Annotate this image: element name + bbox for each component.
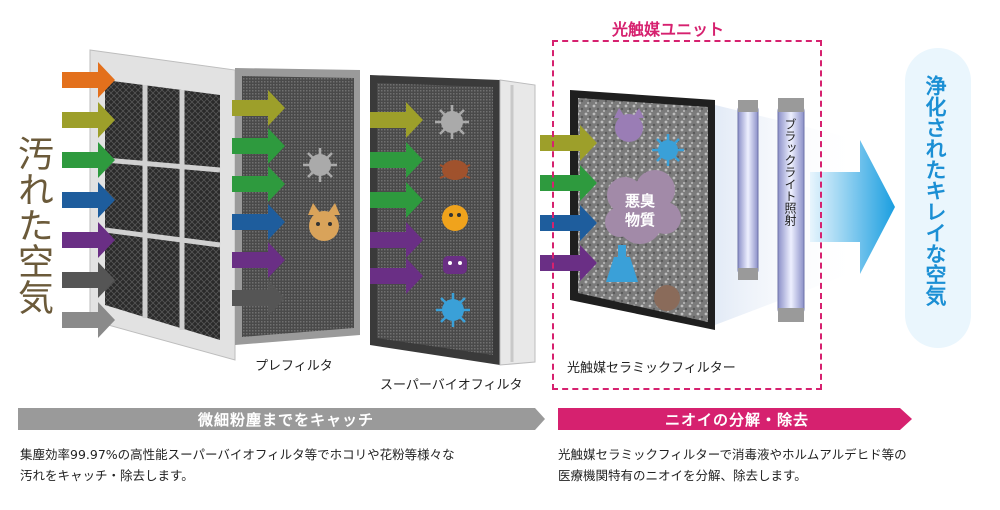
right-desc-line-1: 光触媒セラミックフィルターで消毒液やホルムアルデヒド等の [558,444,978,465]
pollen-icon [442,205,468,231]
right-bar-label: ニオイの分解・除去 [665,409,809,430]
filter-diagram [0,0,1000,400]
bottom-banners [0,402,1000,436]
grille-panel [90,50,235,360]
virus-icon [303,148,337,182]
black-light-label: ブラックライト照射 [782,118,798,226]
right-description: 光触媒セラミックフィルターで消毒液やホルムアルデヒド等の 医療機関特有のニオイを… [558,444,978,486]
virus-icon-3 [436,293,470,327]
unit-label: 光触媒ユニット [612,16,724,40]
left-description: 集塵効率99.97%の高性能スーパーバイオフィルタ等でホコリや花粉等様々な 汚れ… [20,444,545,486]
ceramic-filter-label: 光触媒セラミックフィルター [567,357,736,376]
clean-air-label: 浄化されたキレイな空気 [922,75,948,306]
virus-icon-2 [435,105,469,139]
left-desc-line-1: 集塵効率99.97%の高性能スーパーバイオフィルタ等でホコリや花粉等様々な [20,444,545,465]
super-bio-filter-label: スーパーバイオフィルタ [380,374,522,393]
right-desc-line-2: 医療機関特有のニオイを分解、除去します。 [558,465,978,486]
left-desc-line-2: 汚れをキャッチ・除去します。 [20,465,545,486]
bacteria-icon [443,256,467,274]
pre-filter-label: プレフィルタ [255,355,333,374]
left-bar-label: 微細粉塵までをキャッチ [198,409,374,430]
